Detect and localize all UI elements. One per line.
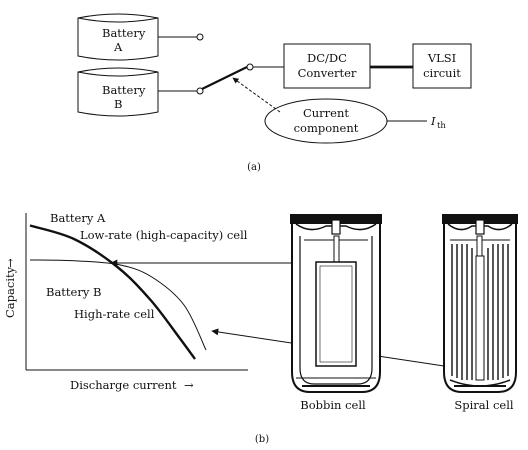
part-b-chart: Capacity → Discharge current → Battery A… [3,211,445,392]
series-battery-a-label: Low-rate (high-capacity) cell [80,228,248,242]
converter-label-line1: DC/DC [307,51,347,65]
dcdc-converter-box [283,43,371,89]
switch-terminal-out [246,63,254,71]
series-battery-b-label: High-rate cell [74,307,155,321]
battery-b-label-line1: Battery [102,83,146,97]
caption-a: (a) [247,162,261,173]
spiral-cell-illustration [442,214,518,393]
control-dashed-arrow [232,77,281,113]
series-battery-a-name: Battery A [50,211,106,225]
spiral-top-cap [442,214,518,224]
y-axis-label: Capacity [3,266,17,318]
battery-a: Battery A [77,13,159,61]
x-axis-arrow: → [184,378,194,392]
current-component-label-line1: Current [303,106,349,120]
battery-a-label-line2: A [113,40,123,54]
threshold-symbol: I [430,114,436,128]
vlsi-label-line2: circuit [423,66,461,80]
bobbin-cell-label: Bobbin cell [300,398,366,412]
y-axis-arrow: → [3,258,17,268]
converter-label-line2: Converter [298,66,357,80]
bobbin-cell-illustration [290,214,382,393]
bobbin-top-cap [290,214,382,224]
spiral-cell-label: Spiral cell [454,398,514,412]
battery-b: Battery B [77,67,159,117]
switch-terminal-a [196,33,204,41]
battery-b-label-line2: B [114,97,122,111]
switch-blade [201,66,248,90]
part-a-diagram: Battery A Battery B DC/DC Converter VLSI… [77,13,472,173]
series-battery-a-curve [29,224,196,360]
caption-b: (b) [255,434,269,445]
series-battery-b-curve [29,259,207,351]
vlsi-circuit-box [412,43,472,89]
x-axis-label: Discharge current [70,378,177,392]
threshold-subscript: th [437,121,446,131]
current-component-label-line2: component [294,121,359,135]
series-battery-b-name: Battery B [46,285,101,299]
switch-terminal-b [196,87,204,95]
battery-a-label-line1: Battery [102,26,146,40]
vlsi-label-line1: VLSI [427,51,456,65]
